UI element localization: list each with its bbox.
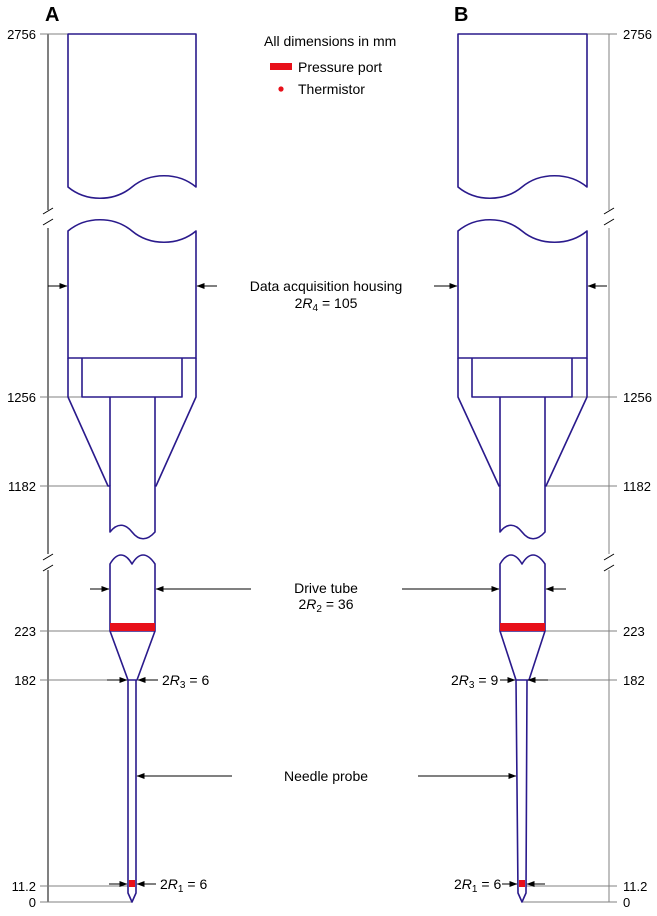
left-axis-break-mark (42, 564, 54, 572)
r1-dimension-a: 2R1 = 6 (160, 876, 207, 895)
housing-mid-a (67, 219, 197, 359)
housing-top-a (67, 33, 197, 199)
r3-dimension-a: 2R3 = 6 (162, 672, 209, 691)
thermistor-b (519, 880, 525, 887)
housing-dimension: 2R4 = 105 (295, 295, 358, 314)
units-note: All dimensions in mm (264, 33, 396, 49)
tick-label: 1256 (7, 390, 36, 405)
left-axis: 2756 1256 1182 223 182 11.2 0 (7, 27, 132, 910)
drive-tube-a (109, 554, 156, 632)
tick-label: 11.2 (12, 879, 36, 894)
left-axis-break-mark (42, 218, 54, 226)
pressure-port-swatch (270, 63, 292, 70)
needle-a (127, 680, 137, 903)
left-axis-break-mark (42, 207, 54, 215)
tick-label: 0 (623, 895, 630, 910)
drive-tube-dimension: 2R2 = 36 (298, 596, 353, 615)
right-axis-break-mark (603, 564, 615, 572)
drive-tube-b (499, 554, 546, 632)
right-axis-break-mark (603, 553, 615, 561)
tick-label: 2756 (623, 27, 652, 42)
panel-label-b: B (454, 4, 468, 26)
r3-dimension-b: 2R3 = 9 (451, 672, 498, 691)
probe-b (457, 33, 588, 903)
tick-label: 11.2 (623, 879, 647, 894)
legend: All dimensions in mm Pressure port Therm… (264, 33, 396, 97)
drive-tube-label: Drive tube (294, 580, 358, 596)
housing-mid-b (457, 219, 588, 359)
left-axis-break-mark (42, 553, 54, 561)
housing-inner-a (81, 358, 183, 398)
needle-b (515, 679, 528, 903)
right-axis-break-mark (603, 218, 615, 226)
cone-b (499, 630, 546, 681)
tick-label: 223 (14, 624, 36, 639)
tick-label: 182 (623, 673, 645, 688)
housing-top-b (457, 33, 588, 199)
taper-b (457, 358, 588, 540)
panel-label-a: A (45, 4, 59, 26)
right-axis-break-mark (603, 207, 615, 215)
pressure-port-a (110, 623, 155, 631)
tick-label: 1182 (623, 479, 651, 494)
dimension-arrows (48, 283, 607, 887)
thermistor-a (129, 880, 135, 887)
tick-label: 1182 (8, 479, 36, 494)
right-axis: 2756 1256 1182 223 182 11.2 0 (523, 27, 652, 910)
pressure-port-b (500, 623, 545, 631)
legend-pressure-port: Pressure port (298, 59, 382, 75)
tick-label: 182 (14, 673, 36, 688)
r1-dimension-b: 2R1 = 6 (454, 876, 501, 895)
housing-inner-b (471, 358, 573, 398)
legend-thermistor: Thermistor (298, 81, 365, 97)
housing-label: Data acquisition housing (250, 278, 403, 294)
tick-label: 2756 (7, 27, 36, 42)
needle-probe-label: Needle probe (284, 768, 368, 784)
annotations: Data acquisition housing 2R4 = 105 Drive… (160, 278, 501, 895)
tick-label: 0 (29, 895, 36, 910)
tick-label: 223 (623, 624, 645, 639)
thermistor-swatch (278, 86, 284, 92)
tick-label: 1256 (623, 390, 652, 405)
probe-a (67, 33, 197, 903)
cone-a (109, 630, 156, 681)
taper-a (67, 358, 197, 540)
